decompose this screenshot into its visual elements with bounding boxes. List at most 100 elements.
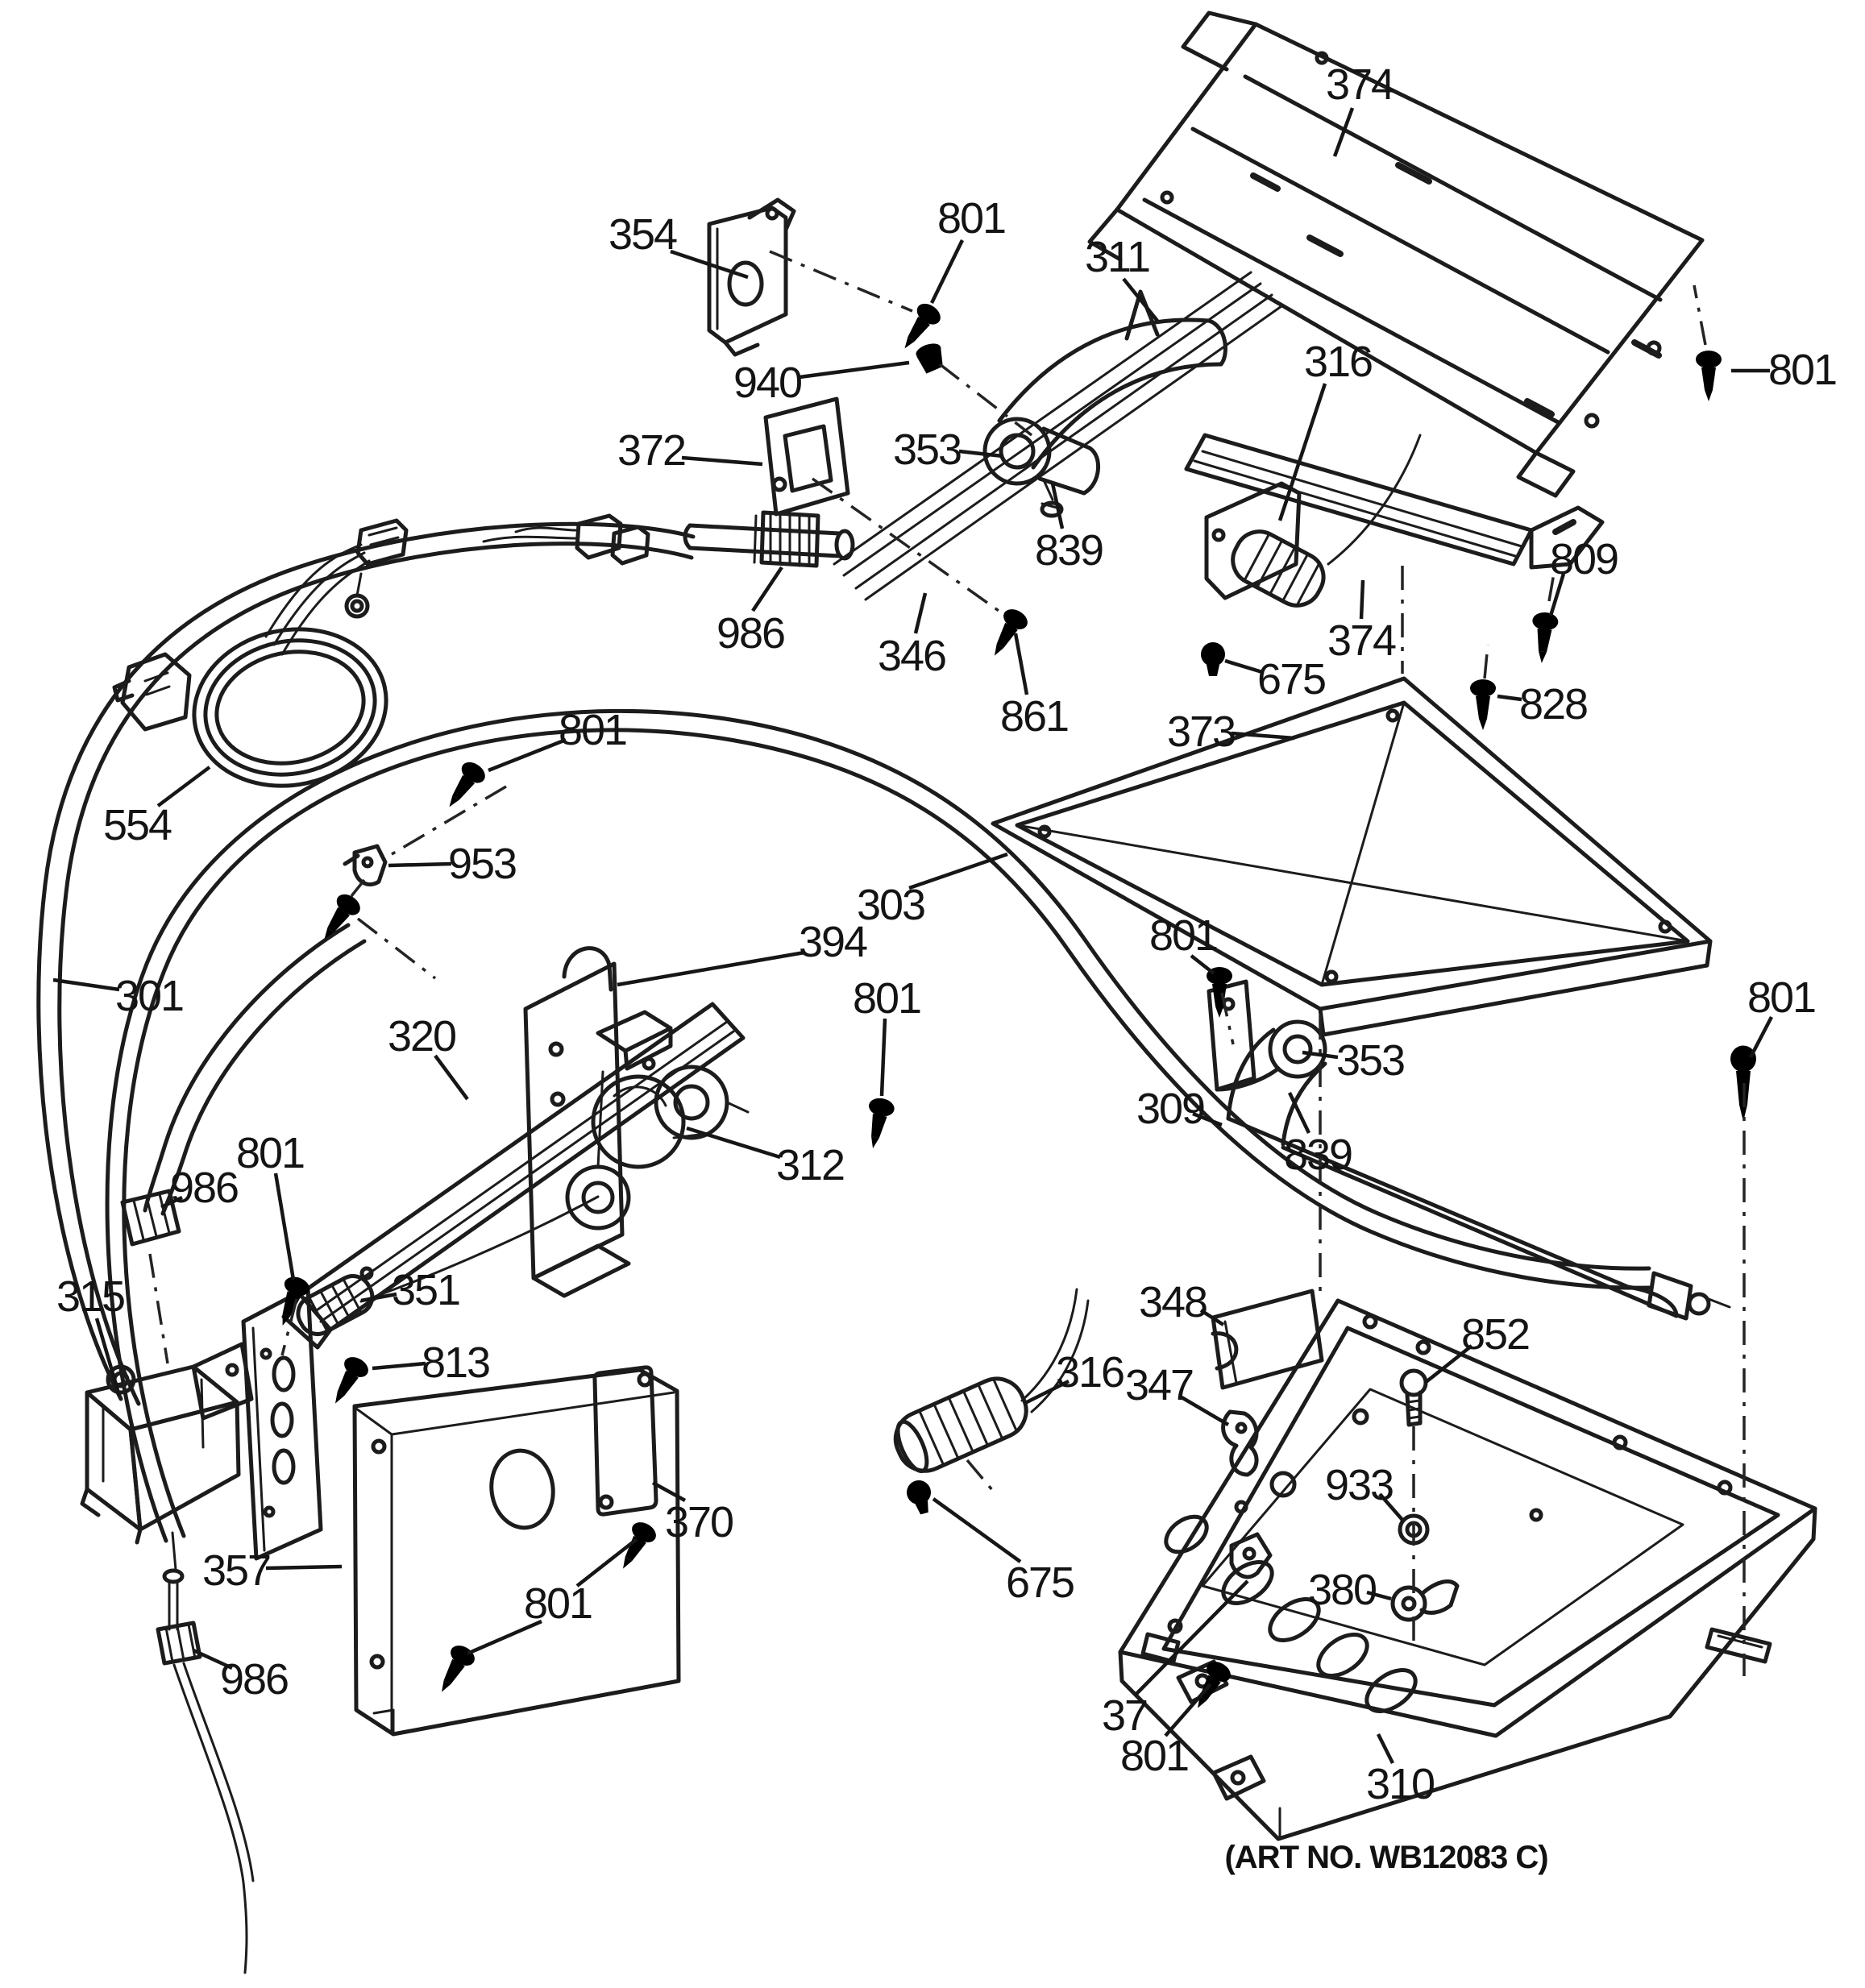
callout-leader-line bbox=[651, 1481, 687, 1502]
part-number-label: 986 bbox=[170, 1164, 238, 1212]
callout-leader-line bbox=[1199, 1309, 1225, 1326]
part-number-label: 675 bbox=[1257, 655, 1325, 703]
screw-icon bbox=[1201, 642, 1225, 676]
callout-leader-line bbox=[686, 1126, 781, 1160]
screw-icon bbox=[1696, 351, 1722, 401]
part-number-label: 828 bbox=[1519, 680, 1587, 728]
callout-leader-line bbox=[1287, 1092, 1311, 1134]
part-number-label: 347 bbox=[1125, 1361, 1193, 1409]
part-number-label: 801 bbox=[1149, 911, 1217, 960]
part-number-label: 374 bbox=[1327, 616, 1396, 665]
part-number-label: 675 bbox=[1006, 1558, 1074, 1607]
callout-leader-line bbox=[1332, 107, 1355, 157]
part-number-label: 801 bbox=[937, 194, 1005, 243]
part-number-label: 315 bbox=[56, 1272, 124, 1321]
fasteners bbox=[270, 299, 1756, 1715]
pressure-regulator-315 bbox=[80, 1342, 254, 1571]
gas-tube-986-left bbox=[120, 923, 367, 1247]
part-number-label: 303 bbox=[857, 881, 924, 929]
callout-leader-line bbox=[52, 977, 120, 992]
callout-leader-line bbox=[1423, 1344, 1473, 1384]
shoulder-screw-852 bbox=[1399, 1368, 1428, 1427]
part-number-label: 801 bbox=[524, 1579, 592, 1628]
callout-leader-line bbox=[1302, 1050, 1339, 1060]
spacer-plate-372 bbox=[763, 396, 850, 517]
callout-leader-line bbox=[681, 455, 763, 467]
part-number-label: 809 bbox=[1550, 535, 1618, 583]
part-number-label: 839 bbox=[1035, 526, 1103, 575]
part-number-label: 933 bbox=[1325, 1461, 1393, 1509]
part-number-label: 852 bbox=[1461, 1310, 1529, 1359]
screw-icon bbox=[1528, 611, 1560, 665]
callout-leader-line bbox=[1013, 633, 1029, 695]
part-number-label: 554 bbox=[103, 801, 172, 849]
callout-leader-line bbox=[799, 360, 910, 380]
part-number-label: 394 bbox=[799, 918, 867, 966]
callout-leader-line bbox=[467, 1619, 542, 1656]
part-number-label: 37 bbox=[1102, 1691, 1147, 1740]
orifice-839-top bbox=[1040, 480, 1064, 518]
part-number-label: 801 bbox=[1747, 973, 1815, 1022]
callout-leader-line bbox=[1164, 1683, 1212, 1737]
part-number-label: 354 bbox=[609, 210, 677, 259]
heat-shield-348 bbox=[1211, 1289, 1324, 1390]
art-number: (ART NO. WB12083 C) bbox=[1224, 1840, 1547, 1875]
callout-leader-line bbox=[193, 1648, 233, 1671]
screw-icon bbox=[314, 890, 364, 947]
part-number-label: 372 bbox=[617, 426, 685, 475]
callout-leader-line bbox=[1378, 1492, 1404, 1521]
wire-harness-554 bbox=[112, 518, 409, 788]
grommet-940-icon bbox=[914, 340, 948, 376]
screw-icon bbox=[438, 757, 489, 815]
valve-bracket-394 bbox=[523, 946, 631, 1298]
part-number-label: 801 bbox=[559, 706, 626, 754]
rear-panel-374 bbox=[1087, 10, 1705, 498]
callout-leader-line bbox=[670, 249, 749, 280]
part-number-label: 348 bbox=[1139, 1278, 1207, 1326]
callout-leader-line bbox=[751, 566, 783, 612]
callout-leader-line bbox=[265, 1564, 343, 1571]
callout-leader-line bbox=[929, 239, 965, 304]
screw-icon bbox=[860, 1096, 896, 1152]
callout-leader-line bbox=[1050, 483, 1065, 529]
assembly-axes bbox=[148, 250, 1746, 1676]
part-number-label: 309 bbox=[1136, 1085, 1204, 1133]
igniter-clamp-380 bbox=[1390, 1579, 1460, 1622]
screw-icon bbox=[430, 1641, 479, 1699]
callout-leader-line bbox=[908, 852, 1008, 890]
callout-leader-line bbox=[1376, 1733, 1395, 1765]
callout-leader-line bbox=[1192, 1111, 1223, 1127]
part-number-label: 346 bbox=[878, 632, 945, 680]
part-number-label: 353 bbox=[1336, 1036, 1404, 1085]
callout-leader-line bbox=[1497, 694, 1522, 702]
part-number-label: 301 bbox=[115, 972, 183, 1020]
callout-leader-line bbox=[932, 1497, 1022, 1563]
part-number-label: 310 bbox=[1366, 1760, 1434, 1808]
part-number-label: 861 bbox=[1000, 692, 1068, 741]
callout-leader-line bbox=[617, 950, 805, 987]
callout-leader-line bbox=[1749, 1015, 1773, 1059]
screw-icon bbox=[324, 1353, 372, 1410]
callout-leader-line bbox=[879, 1018, 887, 1097]
callout-leader-line bbox=[1133, 1579, 1249, 1697]
callout-leader-line bbox=[273, 1172, 296, 1280]
part-number-label: 353 bbox=[893, 425, 961, 474]
part-number-label: 320 bbox=[388, 1012, 455, 1060]
part-number-label: 316 bbox=[1304, 338, 1372, 386]
part-number-label: 801 bbox=[1120, 1732, 1188, 1780]
oven-pan-373 bbox=[991, 676, 1713, 1037]
callout-leader-line bbox=[1022, 1379, 1070, 1406]
callout-leader-line bbox=[372, 1361, 426, 1371]
callout-leader-line bbox=[1366, 1590, 1392, 1601]
bake-burner-309 bbox=[1226, 1019, 1731, 1321]
part-number-label: 374 bbox=[1326, 60, 1394, 109]
part-number-label: 373 bbox=[1167, 708, 1235, 756]
callout-leader-line bbox=[1190, 954, 1215, 975]
part-number-label: 953 bbox=[448, 840, 516, 888]
callout-leader-line bbox=[1122, 277, 1159, 322]
part-number-label: 986 bbox=[220, 1655, 288, 1704]
flame-spreader-374 bbox=[1184, 433, 1605, 570]
part-number-label: 801 bbox=[853, 974, 920, 1023]
gas-tube-986-top bbox=[482, 510, 855, 568]
